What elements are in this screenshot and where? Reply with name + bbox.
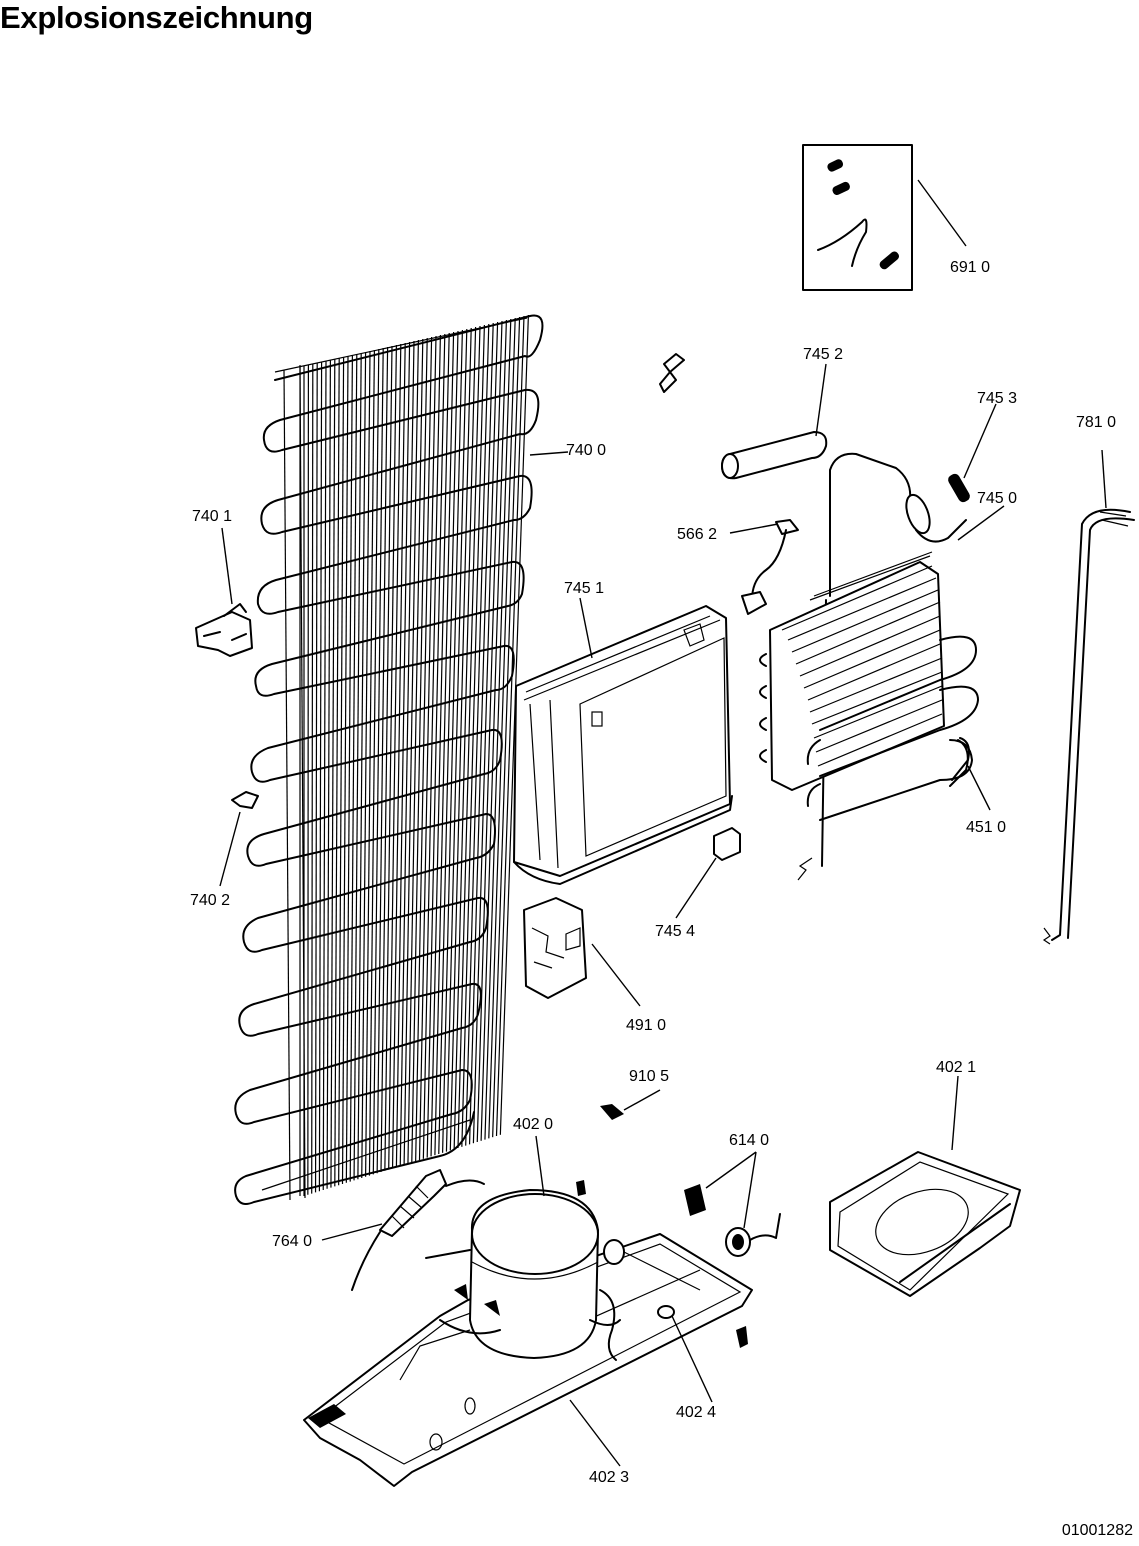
drip-tray-icon	[829, 1075, 1021, 1297]
drain-pipe-icon	[951, 737, 991, 811]
capillary-pipe-icon	[1042, 449, 1135, 945]
part-label-740-0: 740 0	[566, 442, 606, 459]
part-label-491-0: 491 0	[626, 1017, 666, 1034]
page-title: Explosionszeichnung	[0, 0, 313, 35]
wire-clip-icon	[219, 791, 259, 887]
part-label-910-5: 910 5	[629, 1068, 669, 1085]
compressor-icon	[425, 1135, 625, 1361]
document-id: 01001282	[1061, 1522, 1133, 1539]
dryer-filter-icon	[321, 1169, 485, 1291]
relay-icon	[684, 1151, 781, 1257]
part-label-781-0: 781 0	[1076, 414, 1116, 431]
part-label-691-0: 691 0	[950, 259, 990, 276]
spare-parts-kit-icon	[802, 144, 967, 291]
hook-clip-icon	[659, 353, 685, 393]
evaporator-cover-icon	[513, 597, 733, 885]
part-label-614-0: 614 0	[729, 1132, 769, 1149]
part-label-451-0: 451 0	[966, 819, 1006, 836]
part-label-745-0: 745 0	[977, 490, 1017, 507]
part-label-402-1: 402 1	[936, 1059, 976, 1076]
insulation-tube-icon	[721, 363, 828, 480]
part-label-740-2: 740 2	[190, 892, 230, 909]
filter-icon	[948, 403, 997, 503]
part-label-745-1: 745 1	[564, 580, 604, 597]
condenser-coil-icon	[234, 314, 569, 1205]
evaporator-icon	[759, 452, 1005, 881]
part-label-402-0: 402 0	[513, 1116, 553, 1133]
insulation-block-icon	[523, 897, 641, 1007]
screw-icon	[600, 1089, 661, 1120]
part-label-740-1: 740 1	[192, 508, 232, 525]
part-label-566-2: 566 2	[677, 526, 717, 543]
part-label-764-0: 764 0	[272, 1233, 312, 1250]
part-label-745-2: 745 2	[803, 346, 843, 363]
sensor-cable-icon	[729, 519, 799, 615]
holder-icon	[675, 827, 741, 919]
part-label-402-3: 402 3	[589, 1469, 629, 1486]
part-label-745-3: 745 3	[977, 390, 1017, 407]
bracket-clip-icon	[195, 527, 253, 657]
part-label-745-4: 745 4	[655, 923, 695, 940]
part-label-402-4: 402 4	[676, 1404, 716, 1421]
rubber-grommet-icon	[657, 1305, 748, 1403]
